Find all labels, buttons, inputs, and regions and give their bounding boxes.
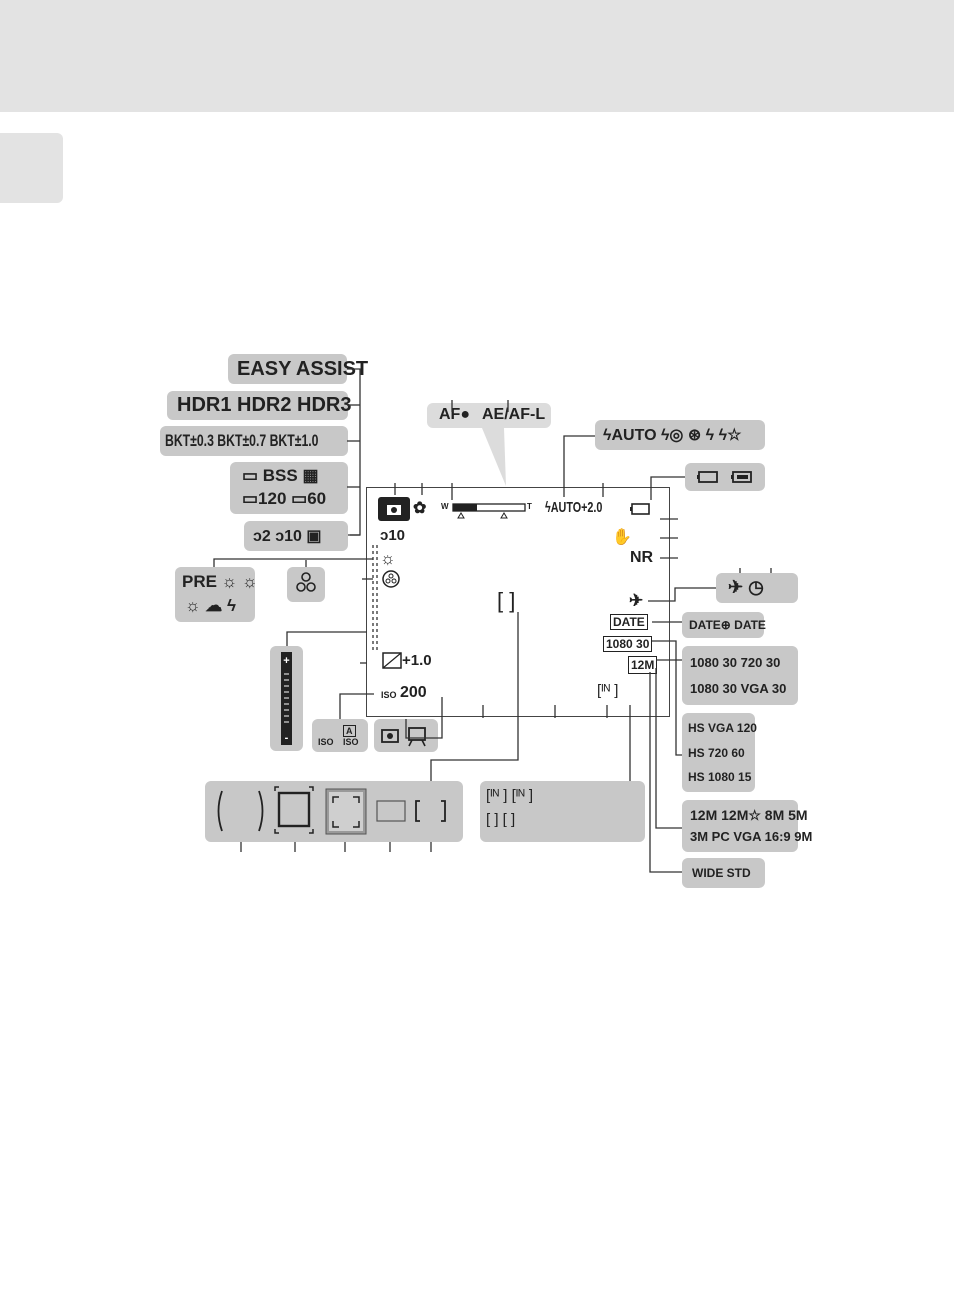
date-stamp-panel: DATE⊕ DATE xyxy=(682,612,766,638)
iso-auto-label: ISO xyxy=(343,737,359,747)
image-mode-row2: 3M PC VGA 16:9 9M xyxy=(690,829,813,844)
svg-text:+: + xyxy=(283,655,289,667)
noise-reduction-label: NR xyxy=(630,549,654,566)
movie-mode-icons xyxy=(381,727,426,747)
movie-option-screen-label: 1080 30 xyxy=(603,636,653,652)
page-header-band xyxy=(0,0,954,112)
chapter-side-tab xyxy=(0,133,63,203)
battery-icons xyxy=(697,471,752,483)
time-zone-screen-icon: ✈ xyxy=(629,591,644,610)
af-indicator-label: AF● xyxy=(439,406,470,423)
focus-area-icons xyxy=(217,786,446,835)
hdr-panel: HDR1 HDR2 HDR3 xyxy=(167,391,352,420)
hs-720-label: HS 720 60 xyxy=(688,746,745,760)
self-timer-label: ↄ2 ↄ10 ▣ xyxy=(253,528,322,545)
svg-text:-: - xyxy=(285,732,289,744)
iso-fixed-label: ISO xyxy=(318,737,334,747)
iso-screen-label: ISO xyxy=(381,690,397,700)
white-balance-bottom-label: ☼ ☁ ϟ xyxy=(185,596,237,615)
frame-count-row1: [ᴵᴺ ] [ᴵᴺ ] xyxy=(486,787,534,804)
iso-panel: ISO A ISO xyxy=(312,719,368,752)
hs-1080-label: HS 1080 15 xyxy=(688,770,752,784)
flash-mode-label: ϟAUTO ϟ◎ ⊛ ϟ ϟ☆ xyxy=(603,427,742,444)
hdr-label: HDR1 HDR2 HDR3 xyxy=(177,394,352,416)
color-options-icon xyxy=(296,572,316,592)
zoom-indicator xyxy=(452,503,526,519)
movie-options-panel: 1080 30 720 30 1080 30 VGA 30 xyxy=(682,646,798,705)
date-stamp-label: DATE⊕ DATE xyxy=(689,618,766,632)
focus-area-bracket: [ ] xyxy=(497,588,516,613)
white-balance-panel: PRE ☼ ☼ ☼ ☁ ϟ xyxy=(175,567,258,622)
image-mode-panel: 12M 12M☆ 8M 5M 3M PC VGA 16:9 9M xyxy=(682,800,812,852)
image-mode-row1: 12M 12M☆ 8M 5M xyxy=(690,807,808,823)
continuous-panel: ▭ BSS ▦ ▭120 ▭60 xyxy=(230,462,348,514)
internal-memory-bracket: [ᴵᴺ ] xyxy=(597,682,619,699)
frame-count-row2: [ ] [ ] xyxy=(486,811,516,828)
macro-icon: ✿ xyxy=(413,500,427,517)
af-ae-lock-panel: AF● AE/AF-L xyxy=(427,403,551,428)
flash-value-label: ϟAUTO+2.0 xyxy=(545,499,603,516)
bracketing-label: BKT±0.3 BKT±0.7 BKT±1.0 xyxy=(165,431,319,450)
self-timer-screen-label: ↄ10 xyxy=(380,527,406,544)
date-stamp-screen-label: DATE xyxy=(610,614,648,630)
panorama-label: WIDE STD xyxy=(692,866,751,880)
vibration-reduction-icon: ✋ xyxy=(612,529,632,546)
zoom-tele-label: T xyxy=(527,502,532,511)
hs-movie-panel: HS VGA 120 HS 720 60 HS 1080 15 xyxy=(682,713,757,792)
movie-options-row2: 1080 30 VGA 30 xyxy=(690,681,787,696)
exposure-scale-panel: + - xyxy=(270,646,303,751)
zoom-wide-label: W xyxy=(441,502,449,511)
iso-auto-badge: A xyxy=(343,725,356,737)
ae-af-lock-label: AE/AF-L xyxy=(482,406,546,423)
focus-area-panel xyxy=(205,781,463,842)
shooting-mode-icon xyxy=(378,497,410,521)
battery-screen-icon xyxy=(630,503,650,515)
easy-assist-label: EASY ASSIST xyxy=(237,358,369,380)
image-size-screen-label: 12M xyxy=(628,656,658,674)
hs-vga-label: HS VGA 120 xyxy=(688,721,757,735)
exposure-comp-label: +1.0 xyxy=(402,652,432,669)
easy-assist-panel: EASY ASSIST xyxy=(228,354,368,384)
white-balance-top-label: PRE ☼ ☼ xyxy=(182,572,258,591)
exposure-comp-icon xyxy=(382,652,402,669)
bracketing-panel: BKT±0.3 BKT±0.7 BKT±1.0 xyxy=(160,426,348,456)
continuous-bottom-label: ▭120 ▭60 xyxy=(242,489,327,508)
battery-panel xyxy=(685,463,765,491)
time-zone-label: ✈ ◷ xyxy=(728,577,764,597)
self-timer-panel: ↄ2 ↄ10 ▣ xyxy=(244,521,348,551)
exposure-scale-icon: + - xyxy=(281,652,292,745)
white-balance-screen-icon: ☼ xyxy=(380,549,396,568)
callout-pointer xyxy=(482,428,506,486)
movie-options-row1: 1080 30 720 30 xyxy=(690,655,781,670)
time-zone-panel: ✈ ◷ xyxy=(716,573,798,603)
frame-count-panel: [ᴵᴺ ] [ᴵᴺ ] [ ] [ ] xyxy=(480,781,645,842)
continuous-top-label: ▭ BSS ▦ xyxy=(242,466,319,485)
panorama-panel: WIDE STD xyxy=(682,858,765,888)
color-options-panel xyxy=(287,567,325,602)
color-options-screen-icon xyxy=(382,570,400,588)
iso-value-label: 200 xyxy=(400,684,427,701)
flash-mode-panel: ϟAUTO ϟ◎ ⊛ ϟ ϟ☆ xyxy=(595,420,765,450)
